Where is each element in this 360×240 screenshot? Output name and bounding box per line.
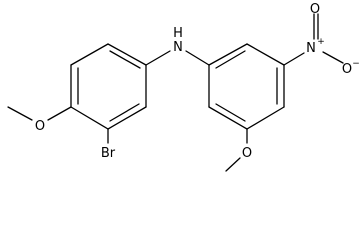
bromine-label: Br [101, 146, 116, 161]
chemical-structure-diagram: H N N + O O − O O Br [7, 2, 360, 172]
nitro-group: N + O O − [283, 2, 360, 77]
left-benzene-ring [70, 43, 147, 130]
nitro-n-label: N [306, 41, 316, 56]
amine-bridge: H N [145, 26, 210, 66]
nitro-o-right-label: O [342, 62, 352, 77]
amine-h-label: H [173, 26, 183, 41]
left-methoxy-group: O [7, 106, 72, 134]
nitro-n-charge: + [317, 37, 325, 47]
nitro-o-top-label: O [310, 2, 320, 17]
right-methoxy-group: O [225, 128, 252, 172]
right-methoxy-o-label: O [242, 146, 252, 161]
right-benzene-ring [208, 43, 285, 130]
nitro-o-charge: − [352, 59, 360, 69]
amine-n-label: N [173, 40, 183, 55]
bromine-substituent: Br [101, 128, 116, 161]
left-methoxy-o-label: O [35, 119, 45, 134]
